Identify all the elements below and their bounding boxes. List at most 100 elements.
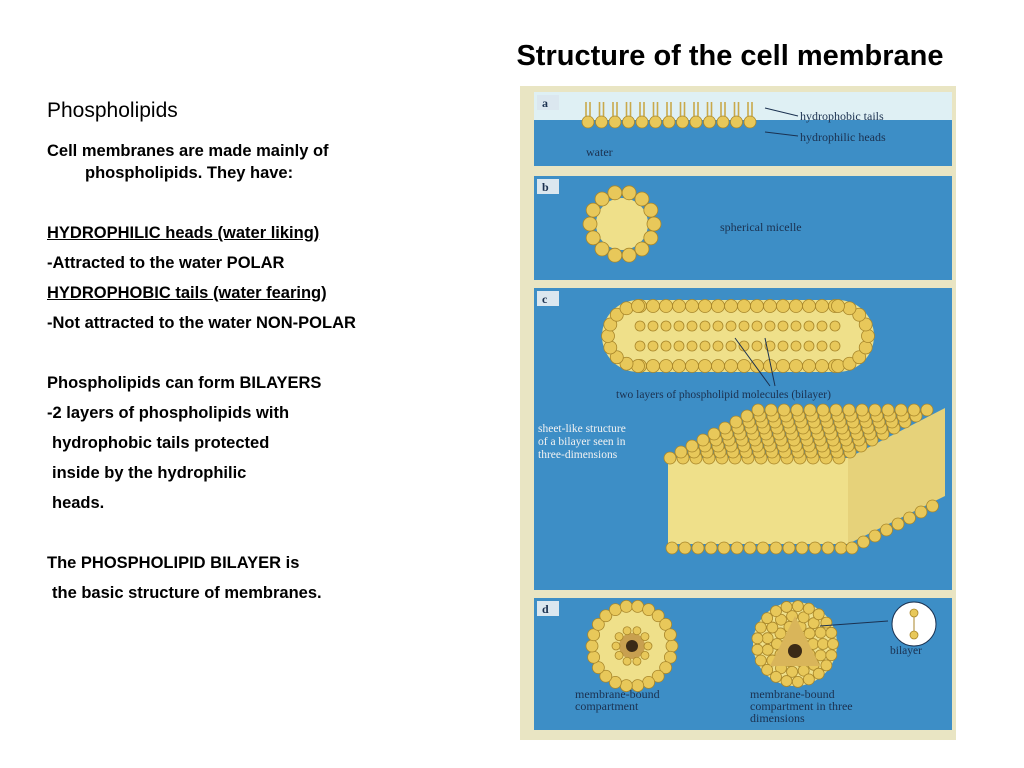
text-line: The PHOSPHOLIPID BILAYER is	[47, 554, 300, 572]
phospholipid-head	[827, 638, 839, 650]
text-line: HYDROPHOBIC tails (water fearing)	[47, 284, 327, 302]
phospholipid-head	[756, 541, 770, 555]
phospholipid-head	[821, 541, 835, 555]
phospholipid-head	[699, 320, 711, 332]
slide-title: Structure of the cell membrane	[516, 40, 944, 72]
body-text: Cell membranes are made mainly of phosph…	[47, 136, 487, 608]
phospholipid-head	[634, 191, 650, 207]
phospholipid-head	[891, 517, 905, 531]
phospholipid-head	[764, 403, 778, 417]
phospholipid-head	[751, 403, 765, 417]
phospholipid-head	[751, 320, 763, 332]
text-line: Cell membranes are made mainly of	[47, 142, 329, 160]
text-line: Phospholipids can form BILAYERS	[47, 374, 322, 392]
phospholipid-head	[685, 299, 699, 313]
phospholipid-head	[761, 612, 774, 625]
phospholipid-head	[820, 616, 833, 629]
phospholipid-head	[643, 230, 659, 246]
phospholipid-head	[780, 675, 793, 687]
phospholipid-head	[619, 356, 634, 371]
phospholipid-monolayer	[581, 102, 757, 129]
phospholipid-head	[646, 299, 660, 313]
phospholipid-head	[855, 403, 869, 417]
phospholipid-head	[599, 669, 613, 683]
phospholipid-head	[829, 403, 843, 417]
phospholipid-head	[802, 673, 815, 686]
phospholipid-head	[712, 320, 724, 332]
phospholipid-head	[649, 115, 662, 129]
phospholipid-head	[660, 320, 672, 332]
phospholipid-head	[660, 340, 672, 352]
phospholipid-head	[829, 340, 841, 352]
phospholipid-head	[834, 541, 848, 555]
phospholipid-head	[803, 403, 817, 417]
phospholipid-head	[825, 626, 838, 639]
phospholipid-head	[782, 541, 796, 555]
phospholipid-head	[622, 656, 632, 666]
phospholipid-head	[651, 669, 665, 683]
phospholipid-head	[858, 340, 873, 355]
phospholipid-head	[820, 659, 833, 672]
label-hydrophobic-tails: hydrophobic tails	[800, 109, 884, 123]
phospholipid-head	[737, 299, 751, 313]
phospholipid-head	[689, 115, 703, 129]
label-compartment: membrane-bound	[575, 687, 660, 701]
bilayer-core	[602, 300, 874, 372]
label-sheet: three-dimensions	[538, 449, 618, 461]
phospholipid-head	[754, 654, 767, 667]
bilayer-sheet-3d	[663, 403, 939, 555]
phospholipid-head	[699, 340, 711, 352]
phospholipid-head	[868, 403, 882, 417]
phospholipid-head	[686, 340, 698, 352]
phospholipid-head	[880, 523, 893, 537]
phospholipid-head	[619, 301, 634, 316]
phospholipid-head	[852, 307, 867, 322]
phospholipid-head	[632, 626, 642, 636]
phospholipid-head	[725, 340, 737, 352]
phospholipid-head	[614, 632, 624, 641]
phospholipid-head	[858, 317, 873, 332]
phospholipid-head	[817, 638, 829, 650]
phospholipid-head	[646, 216, 662, 232]
phospholipid-head	[672, 359, 686, 373]
phospholipid-head	[786, 665, 798, 678]
phospholipid-head	[750, 299, 764, 313]
phospholipid-head	[907, 403, 921, 417]
phospholipid-head	[861, 329, 875, 343]
phospholipid-head	[685, 359, 699, 373]
phospholipid-head	[743, 115, 757, 129]
phospholipid-head	[789, 299, 803, 313]
phospholipid-head	[751, 340, 763, 352]
membrane-figure: a b c d hydrophobic tails hydrophilic he…	[520, 86, 956, 740]
phospholipid-head	[770, 605, 782, 617]
compartment-3d-cutaway	[770, 616, 820, 666]
phospholipid-head	[621, 247, 637, 263]
label-compartment-3d: membrane-bound	[750, 687, 835, 701]
phospholipid-head	[698, 299, 712, 313]
phospholipid-head	[611, 641, 621, 651]
phospholipid-head	[685, 439, 699, 453]
text-line: phospholipids. They have:	[85, 164, 294, 182]
phospholipid-head	[740, 409, 754, 423]
phospholipid-head	[662, 115, 676, 129]
phospholipid-head	[791, 675, 804, 688]
phospholipid-head	[634, 340, 646, 352]
phospholipid-head	[640, 632, 650, 641]
phospholipid-head	[802, 602, 815, 615]
phospholipid-head	[718, 421, 732, 435]
phospholipid-head	[829, 320, 841, 332]
label-sheet: of a bilayer seen in	[538, 436, 626, 448]
phospholipid-head	[673, 340, 685, 352]
label-sheet: sheet-like structure	[538, 423, 626, 435]
phospholipid-head	[730, 115, 743, 129]
phospholipid-head	[621, 185, 637, 201]
text-line: the basic structure of membranes.	[52, 584, 322, 602]
phospholipid-head	[631, 299, 645, 313]
phospholipid-head	[712, 340, 724, 352]
phospholipid-head	[665, 541, 679, 555]
phospholipid-head	[599, 609, 613, 623]
label-hydrophilic-heads: hydrophilic heads	[800, 130, 886, 144]
phospholipid-head	[766, 621, 779, 634]
phospholipid-head	[730, 541, 744, 555]
text-line: -Attracted to the water POLAR	[47, 254, 285, 272]
